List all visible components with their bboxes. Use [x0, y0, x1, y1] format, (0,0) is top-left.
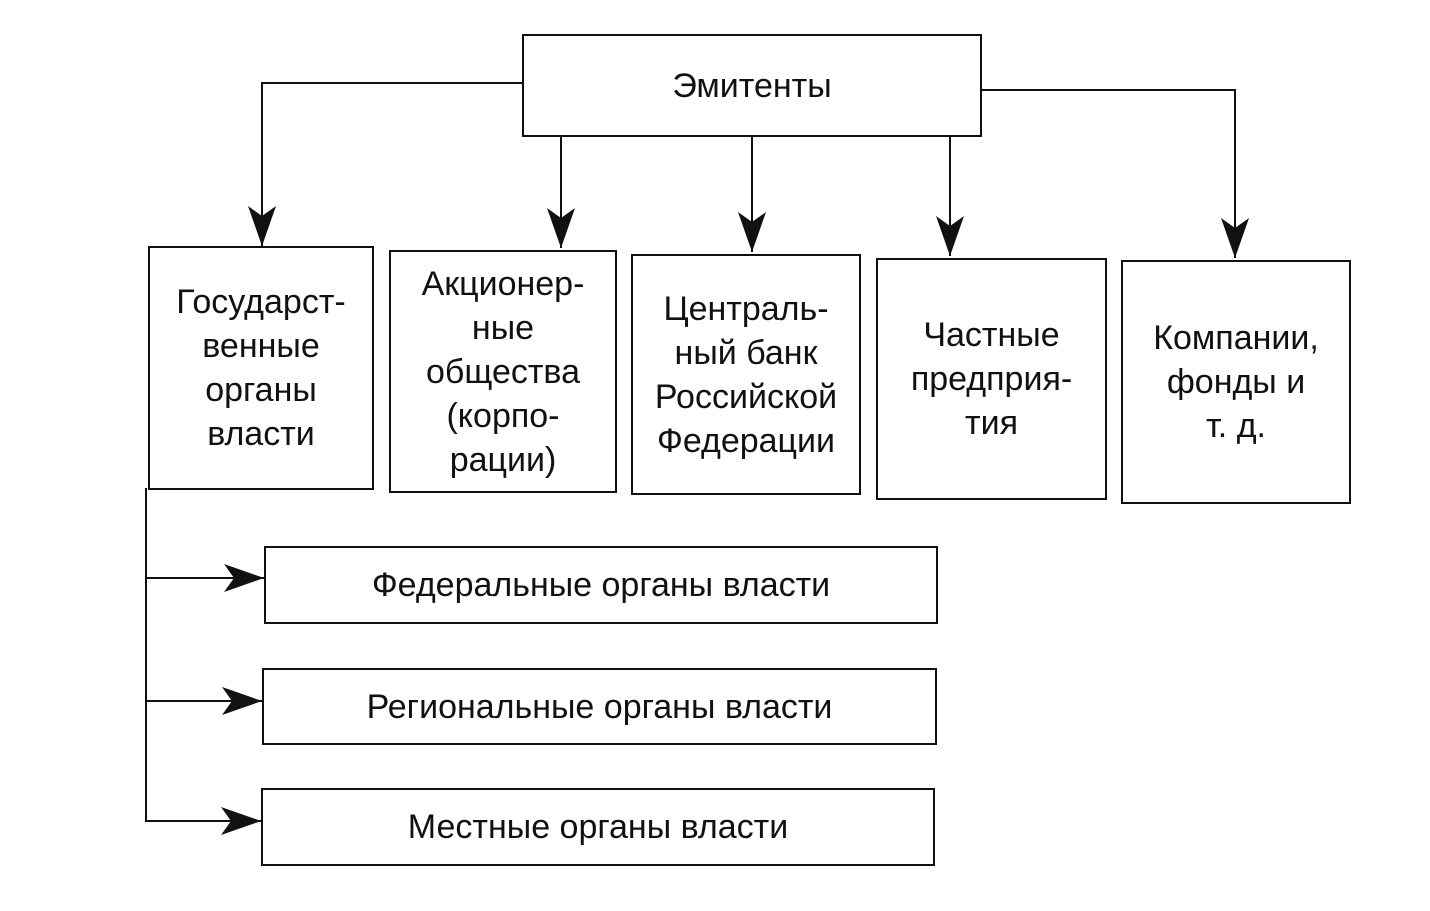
- gov-level-regional: Региональные органы власти: [262, 668, 937, 745]
- root-node-emitters: Эмитенты: [522, 34, 982, 137]
- category-node-private: Частные предприя- тия: [876, 258, 1107, 500]
- category-node-central-bank: Централь- ный банк Российской Федерации: [631, 254, 861, 495]
- category-node-label: Компании, фонды и т. д.: [1153, 319, 1319, 445]
- gov-level-federal: Федеральные органы власти: [264, 546, 938, 624]
- category-node-joint-stock: Акционер- ные общества (корпо- рации): [389, 250, 617, 493]
- gov-level-local: Местные органы власти: [261, 788, 935, 866]
- category-node-label: Централь- ный банк Российской Федерации: [654, 289, 838, 460]
- category-node-government: Государст- венные органы власти: [148, 246, 374, 490]
- root-node-label: Эмитенты: [672, 66, 832, 105]
- arrow-root-to-comp: [982, 89, 1249, 258]
- category-node-label: Государст- венные органы власти: [176, 283, 346, 453]
- gov-level-label: Местные органы власти: [407, 808, 789, 846]
- category-node-label: Акционер- ные общества (корпо- рации): [421, 264, 585, 479]
- gov-level-label: Региональные органы власти: [366, 687, 833, 726]
- category-node-label: Частные предприя- тия: [910, 316, 1073, 442]
- category-node-companies: Компании, фонды и т. д.: [1121, 260, 1351, 504]
- arrow-root-to-gov: [248, 82, 522, 246]
- gov-level-label: Федеральные органы власти: [371, 566, 831, 604]
